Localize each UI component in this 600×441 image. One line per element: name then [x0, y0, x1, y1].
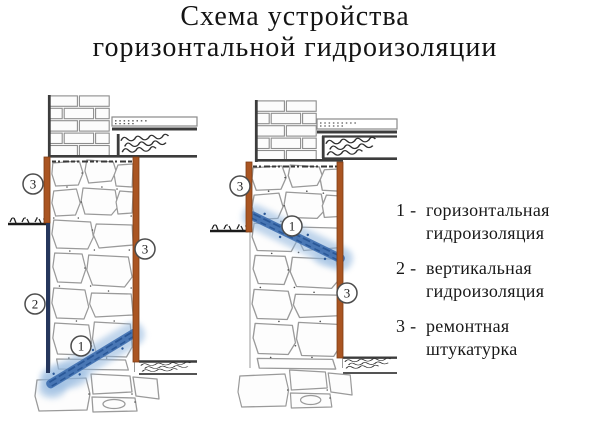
legend-item-label: вертикальная гидроизоляция — [426, 258, 545, 301]
floor-slab — [48, 116, 198, 158]
callout-3-left: 3 — [22, 173, 44, 195]
repair-plaster-strip-right — [336, 161, 344, 359]
basement-floor — [343, 356, 397, 374]
callout-circle — [229, 175, 251, 197]
legend-item: 1 - горизонтальная гидроизоляция — [396, 199, 588, 245]
legend-item: 2 - вертикальная гидроизоляция — [396, 257, 588, 303]
callout-number: 1 — [289, 219, 296, 234]
callout-number: 3 — [30, 177, 37, 192]
legend-item-label: горизонтальная гидроизоляция — [426, 200, 550, 243]
callout-2: 2 — [24, 293, 46, 315]
brick-wall — [254, 100, 317, 162]
ground-level-hatch — [208, 222, 250, 233]
floor-slab — [255, 118, 398, 162]
callout-number: 3 — [344, 286, 351, 301]
legend-item: 3 - ремонтная штукатурка — [396, 315, 588, 361]
callout-3-left: 3 — [229, 175, 251, 197]
callout-circle — [281, 215, 303, 237]
callout-circle — [134, 238, 156, 260]
callout-1: 1 — [281, 215, 303, 237]
callout-number: 2 — [32, 297, 39, 312]
callout-circle — [22, 173, 44, 195]
ground-level-hatch — [6, 215, 48, 226]
repair-plaster-strip-left — [43, 156, 51, 224]
vertical-waterproofing-line — [46, 223, 50, 373]
callout-number: 3 — [142, 242, 149, 257]
repair-plaster-strip-left — [245, 161, 253, 233]
basement-floor — [139, 360, 197, 375]
callout-circle — [24, 293, 46, 315]
callout-circle — [70, 335, 92, 357]
callout-circle — [336, 282, 358, 304]
title-line1: Схема устройства — [180, 1, 410, 32]
callout-3-right: 3 — [336, 282, 358, 304]
legend-item-number: 2 - — [396, 258, 417, 278]
brick-wall — [47, 95, 110, 157]
legend-item-number: 3 - — [396, 316, 417, 336]
callout-3-right: 3 — [134, 238, 156, 260]
right-diagram: 3 1 3 — [208, 100, 398, 409]
repair-plaster-strip-right — [132, 156, 140, 363]
callout-1: 1 — [70, 335, 92, 357]
injection-band — [38, 321, 145, 399]
legend-item-number: 1 - — [396, 200, 417, 220]
footing — [237, 369, 353, 409]
title-line2: горизонтальной гидроизоляции — [92, 32, 498, 63]
legend: 1 - горизонтальная гидроизоляция 2 - вер… — [396, 199, 588, 373]
page-title: Схема устройства горизонтальной гидроизо… — [0, 1, 590, 63]
callout-number: 3 — [237, 179, 244, 194]
left-diagram: 3 3 2 1 — [6, 95, 198, 413]
callout-number: 1 — [78, 339, 85, 354]
legend-item-label: ремонтная штукатурка — [426, 316, 518, 359]
